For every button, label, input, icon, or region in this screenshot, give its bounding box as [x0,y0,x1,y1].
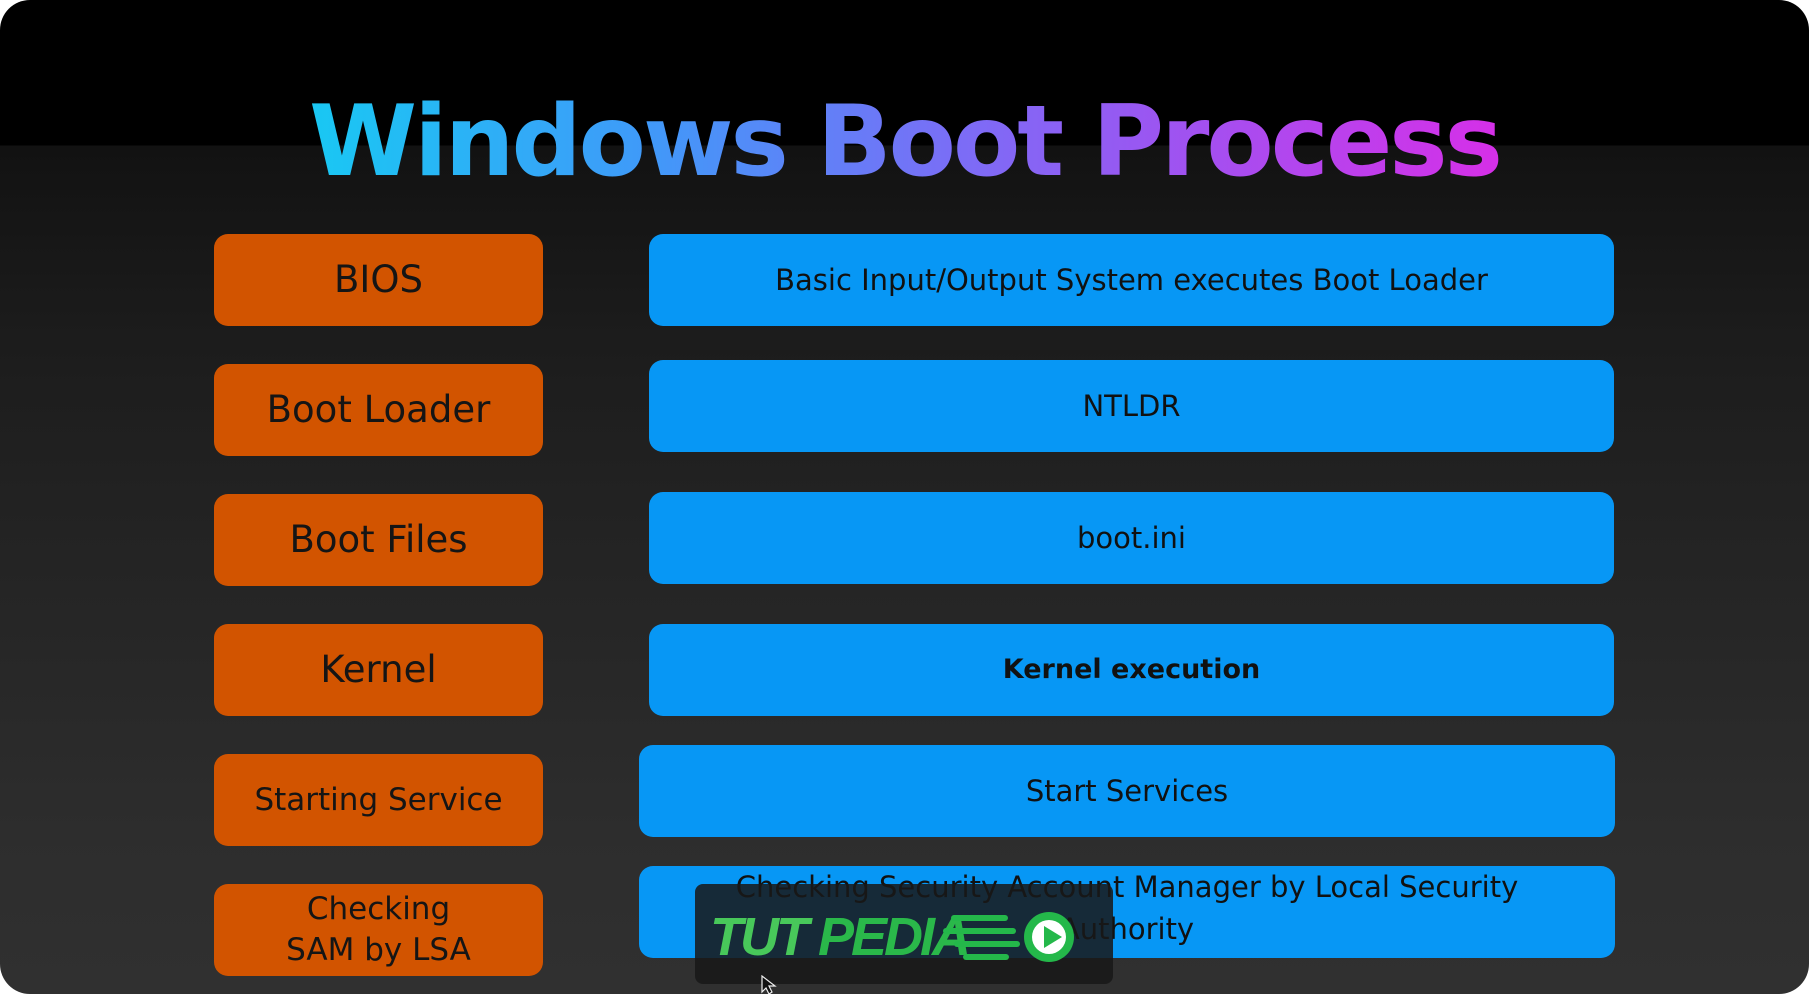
mouse-cursor-icon [761,975,777,994]
tutpedia-watermark: TUT PEDIA [695,884,1113,984]
title-text: Windows Boot Process [309,85,1503,199]
page-title: Windows Boot Process [0,82,1809,202]
stage-box-bios: BIOS [214,234,543,326]
description-box-boot-loader: NTLDR [649,360,1614,452]
stage-box-starting-service: Starting Service [214,754,543,846]
stage-box-checking-sam-by-lsa: Checking SAM by LSA [214,884,543,976]
description-box-bios: Basic Input/Output System executes Boot … [649,234,1614,326]
stage-box-boot-loader: Boot Loader [214,364,543,456]
play-icon [943,912,1074,962]
description-box-kernel: Kernel execution [649,624,1614,716]
stage-box-boot-files: Boot Files [214,494,543,586]
watermark-logo-text: TUT PEDIA [710,907,971,967]
watermark-logo-pedia: PEDIA [817,907,971,967]
watermark-logo-tut: TUT [710,907,809,967]
description-box-boot-files: boot.ini [649,492,1614,584]
description-box-start-services: Start Services [639,745,1615,837]
stage-box-kernel: Kernel [214,624,543,716]
